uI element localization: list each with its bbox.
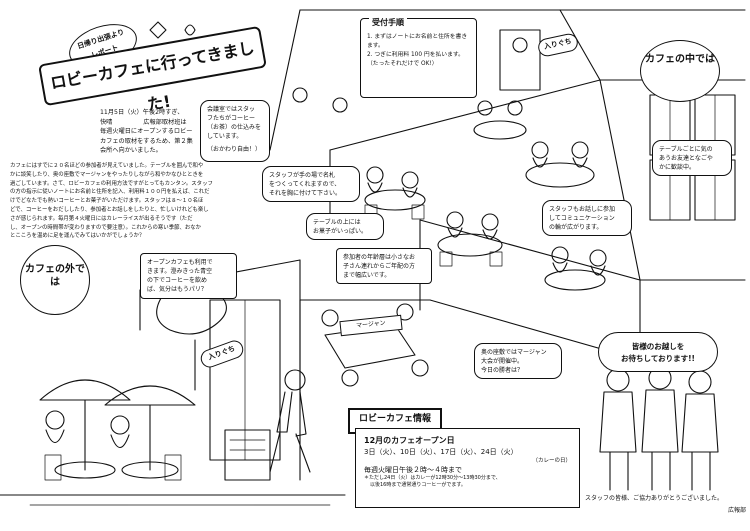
bubble-line: お菓子がいっぱい。 (313, 228, 368, 235)
bubble-meeting-room: 会議室ではスタッ フたちがコーヒー （お茶）の仕込みを しています。 （おかわり… (200, 100, 270, 162)
article-line: どで、コーヒーをおだししたり、参加者とお話しをしたりと、忙しいけれども楽し (10, 206, 209, 213)
bubble-line: スタッフもお話しに参加 (549, 206, 616, 213)
info-sign-text: ロビーカフェ情報 (358, 414, 431, 424)
welcome-bubble: 皆様のお越しを お待ちしております!! (598, 332, 718, 372)
reception-step: 2. つぎに利用料 100 円を払います。 (367, 52, 464, 58)
article-line: カフェにはすでに２０名ほどの参加者が見えていました。テーブルを囲んで和や (10, 163, 204, 169)
intro-line: 11月5日（火）午後2時すぎ、 (100, 109, 184, 116)
bubble-line: フたちがコーヒー (207, 115, 256, 122)
bubble-line: してコミュニケーション (549, 215, 615, 222)
footer-credit: 広報部 (712, 506, 746, 515)
article-line: とこころを温めに足を運んでみてはいかがでしょうか？ (10, 233, 145, 240)
bubble-line: テーブルの上には (313, 219, 361, 226)
bubble-line: の下でコーヒーを飲め (147, 277, 208, 284)
bubble-line: の輪が広がります。 (549, 224, 603, 231)
bubble-line: オープンカフェも利用で (147, 259, 213, 266)
reception-step: （たったそれだけで OK!） (367, 61, 438, 67)
mahjong-sign-text: マージャン (355, 319, 386, 330)
footer-thanks-text: スタッフの皆様、ご協力ありがとうございました。 (585, 495, 724, 502)
article-line: し、オープンの時間帯が変わりますので要注意）。これからの寒い季節、おなか (10, 224, 202, 231)
article-body: カフェにはすでに２０名ほどの参加者が見えていました。テーブルを囲んで和や かに談… (10, 162, 302, 241)
bubble-line: 大会が開催中。 (481, 358, 524, 365)
footer-thanks: スタッフの皆様、ご協力ありがとうございました。 (585, 494, 745, 503)
bubble-line: 奥の座敷ではマージャン (481, 349, 547, 356)
article-line: さが感じられます。毎月第４火曜日にはカレーライスが出るそうです（ただ (10, 215, 193, 222)
bubble-line: をつくってくれますので、 (269, 181, 341, 188)
bubble-snacks: テーブルの上には お菓子がいっぱい。 (306, 213, 384, 240)
label-outside: カフェの外では (20, 245, 90, 315)
bubble-line: （おかわり自由！） (207, 146, 262, 153)
info-curry-note: （カレーの日） (532, 458, 571, 464)
welcome-line: お待ちしております!! (621, 354, 695, 363)
entrance-sign-text: 入りぐち (543, 37, 573, 51)
bubble-name-tag: スタッフが手の場で名札 をつくってくれますので、 それを胸に付けて下さい。 (262, 166, 360, 202)
info-footnote: 以後16時まで通常通りコーヒーがでます。 (370, 482, 466, 488)
info-open-title: 12月のカフェオープン日 (364, 436, 455, 445)
bubble-line: それを胸に付けて下さい。 (269, 190, 342, 197)
bubble-line: ば、気分はもうパリ？ (147, 286, 207, 293)
bubble-each-table: テーブルごとに気の あうお友達となごや かに歓談中。 (652, 140, 732, 176)
label-inside-text: カフェの中では (645, 54, 715, 65)
bubble-line: スタッフが手の場で名札 (269, 172, 336, 179)
bubble-line: テーブルごとに気の (659, 146, 713, 153)
bubble-line: きます。澄みきった青空 (147, 268, 213, 275)
intro-line: 毎週火曜日にオープンするロビー (100, 128, 193, 136)
bubble-line: （お茶）の仕込みを (207, 124, 262, 131)
intro-line: 会所へ向かいました。 (100, 147, 162, 155)
bubble-line: あうお友達となごや (659, 155, 713, 162)
reception-box: 受付手順 1. まずはノートにお名前と住所を書きます。 2. つぎに利用料 10… (360, 17, 477, 98)
article-line: 過ごしています。さて、ロビーカフェの利用方法ですがとってもカンタン。スタッフ (10, 180, 213, 187)
bubble-line: 参加者の年齢層は小さなお (343, 254, 416, 261)
label-inside: カフェの中では (640, 40, 720, 102)
article-line: の方の指示に従いノートにお名前と住所を記入、利用料１００円を払えば、これだ (10, 189, 210, 196)
reception-title: 受付手順 (369, 17, 407, 28)
bubble-line: かに歓談中。 (659, 164, 696, 171)
bubble-line: まで幅広いです。 (343, 272, 391, 279)
footer-credit-text: 広報部 (727, 507, 746, 514)
welcome-line: 皆様のお越しを (631, 342, 685, 351)
bubble-line: しています。 (207, 133, 243, 140)
article-line: かに談笑したり、奥の座敷でマージャンをやったりしながら和やかなひとときを (10, 171, 204, 178)
intro-line: カフェの取材をするため、第２集 (100, 137, 193, 145)
bubble-line: 子さん連れからご年配の方 (343, 263, 416, 270)
reception-step: 1. まずはノートにお名前と住所を書きます。 (367, 34, 468, 49)
label-outside-text: カフェの外では (25, 264, 85, 288)
bubble-open-cafe: オープンカフェも利用で きます。澄みきった青空 の下でコーヒーを飲め ば、気分は… (140, 253, 237, 299)
bubble-ages: 参加者の年齢層は小さなお 子さん連れからご年配の方 まで幅広いです。 (336, 248, 432, 284)
entrance-sign-text: 入りぐち (207, 344, 237, 362)
info-dates: 3日（火）、10日（火）、17日（火）、24日（火） (364, 448, 518, 456)
intro-line: 快晴 広報部取材班は (100, 118, 187, 126)
info-hours: 毎週火曜日午後２時～４時まで (364, 466, 462, 474)
intro-text: 11月5日（火）午後2時すぎ、 快晴 広報部取材班は 毎週火曜日にオープンするロ… (100, 108, 270, 156)
article-line: けでどなたでも熱いコーヒーとお菓子がいただけます。スタッフは８～１０名ほ (10, 198, 204, 205)
info-board: 12月のカフェオープン日 3日（火）、10日（火）、17日（火）、24日（火） … (355, 428, 580, 508)
bubble-line: 会議室ではスタッ (207, 106, 256, 113)
bubble-staff-talk: スタッフもお話しに参加 してコミュニケーション の輪が広がります。 (542, 200, 632, 236)
info-footnote: ＊ただし24日（火）はカレーが12時30分～13時30分まで、 (364, 475, 501, 481)
bubble-line: 今日の勝者は？ (481, 367, 524, 374)
bubble-mahjong: 奥の座敷ではマージャン 大会が開催中。 今日の勝者は？ (474, 343, 562, 379)
